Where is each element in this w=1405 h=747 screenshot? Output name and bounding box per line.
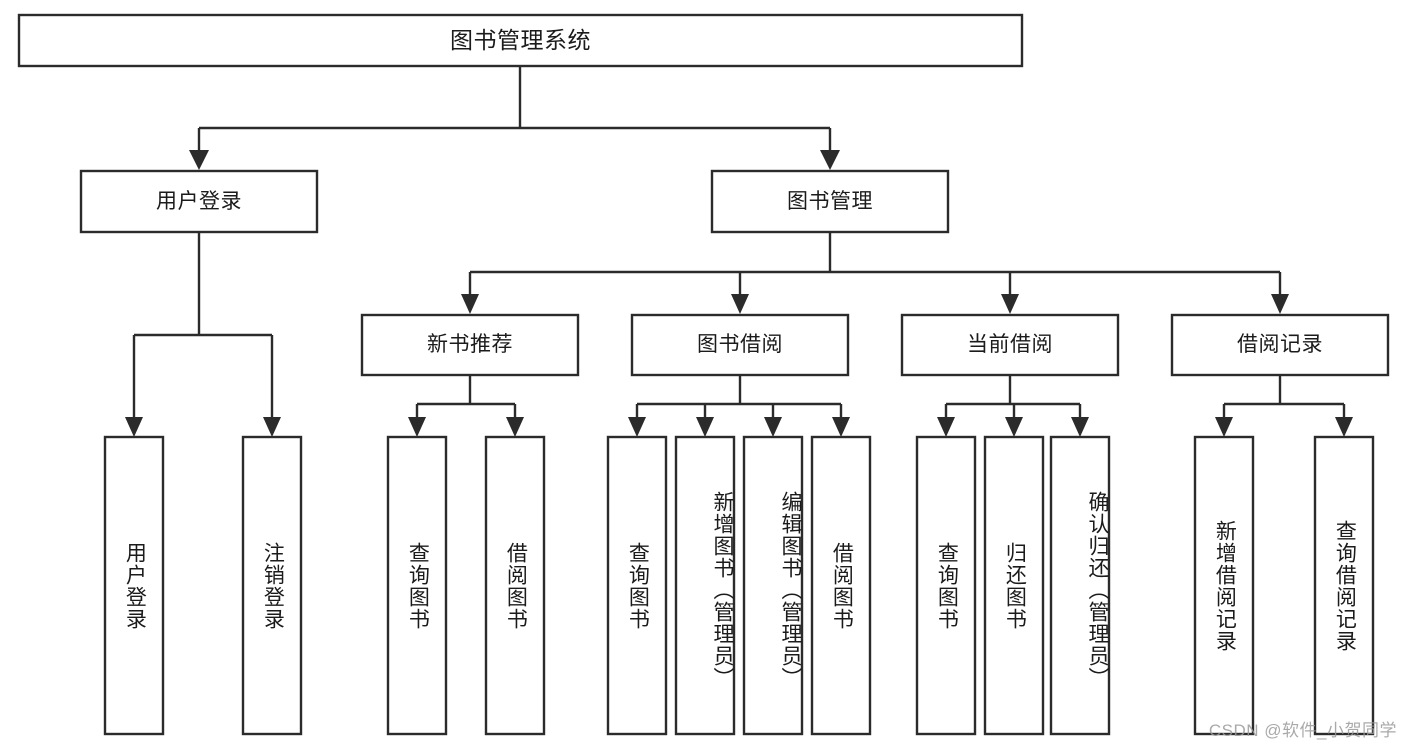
arrow-head-leaf-add-borrow-record bbox=[1215, 417, 1233, 437]
arrow-head-leaf-user-login bbox=[125, 417, 143, 437]
arrow-head-book-borrow bbox=[731, 294, 749, 314]
node-box-leaf-confirm-return[interactable] bbox=[1049, 435, 1111, 736]
arrow-head-leaf-logout-login bbox=[263, 417, 281, 437]
arrow-head-leaf-return-book bbox=[1005, 417, 1023, 437]
node-box-leaf-user-login[interactable] bbox=[103, 435, 165, 736]
arrow-head-book-management bbox=[820, 150, 840, 170]
arrow-head-leaf-query-book-3 bbox=[937, 417, 955, 437]
node-box-leaf-borrow-book-1[interactable] bbox=[484, 435, 546, 736]
node-box-leaf-return-book[interactable] bbox=[983, 435, 1045, 736]
arrow-head-leaf-confirm-return bbox=[1071, 417, 1089, 437]
arrow-head-user-login bbox=[189, 150, 209, 170]
arrow-head-current-borrow bbox=[1001, 294, 1019, 314]
node-box-user-login[interactable] bbox=[79, 169, 319, 234]
node-box-book-borrow[interactable] bbox=[630, 313, 850, 377]
node-box-leaf-logout-login[interactable] bbox=[241, 435, 303, 736]
node-box-leaf-query-book-3[interactable] bbox=[915, 435, 977, 736]
node-box-leaf-add-book[interactable] bbox=[674, 435, 736, 736]
node-box-leaf-query-book-1[interactable] bbox=[386, 435, 448, 736]
arrow-head-borrow-record bbox=[1271, 294, 1289, 314]
node-box-leaf-query-book-2[interactable] bbox=[606, 435, 668, 736]
node-box-new-book-recommend[interactable] bbox=[360, 313, 580, 377]
node-box-borrow-record[interactable] bbox=[1170, 313, 1390, 377]
edges-group bbox=[125, 66, 1353, 437]
arrow-head-new-book-recommend bbox=[461, 294, 479, 314]
node-box-leaf-borrow-book-2[interactable] bbox=[810, 435, 872, 736]
arrow-head-leaf-query-book-2 bbox=[628, 417, 646, 437]
arrow-head-leaf-query-borrow-record bbox=[1335, 417, 1353, 437]
node-box-root[interactable] bbox=[17, 13, 1024, 68]
arrow-head-leaf-borrow-book-2 bbox=[832, 417, 850, 437]
watermark-text: CSDN @软件_小贺同学 bbox=[1208, 721, 1397, 740]
node-box-leaf-add-borrow-record[interactable] bbox=[1193, 435, 1255, 736]
node-box-book-management[interactable] bbox=[710, 169, 950, 234]
arrow-head-leaf-edit-book bbox=[764, 417, 782, 437]
arrow-head-leaf-add-book bbox=[696, 417, 714, 437]
nodes-group bbox=[17, 13, 1390, 736]
node-box-leaf-query-borrow-record[interactable] bbox=[1313, 435, 1375, 736]
arrow-head-leaf-query-book-1 bbox=[408, 417, 426, 437]
arrow-head-leaf-borrow-book-1 bbox=[506, 417, 524, 437]
node-box-current-borrow[interactable] bbox=[900, 313, 1120, 377]
node-box-leaf-edit-book[interactable] bbox=[742, 435, 804, 736]
